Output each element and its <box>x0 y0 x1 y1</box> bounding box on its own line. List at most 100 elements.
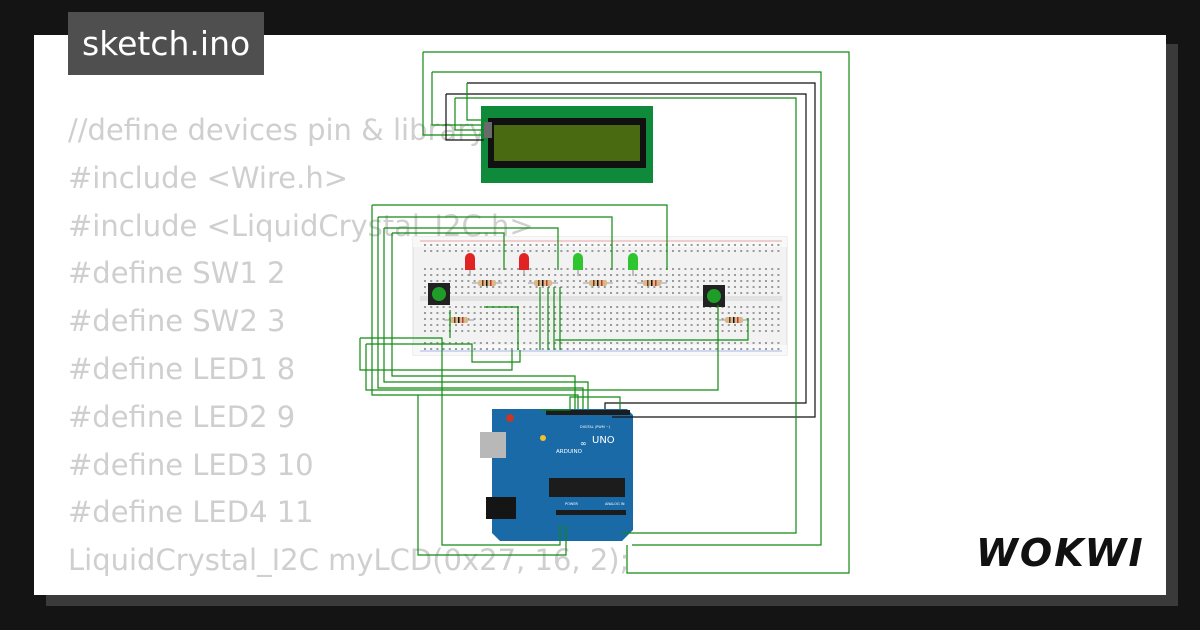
breadboard-hole <box>777 286 780 288</box>
breadboard-hole <box>622 342 625 344</box>
breadboard-hole <box>628 348 631 350</box>
breadboard-hole <box>523 280 526 282</box>
breadboard-hole <box>696 292 699 294</box>
breadboard-hole <box>616 324 619 326</box>
wire <box>372 204 668 270</box>
breadboard-hole <box>715 348 718 350</box>
breadboard-hole <box>734 348 736 350</box>
breadboard-hole <box>734 244 736 246</box>
breadboard-hole <box>752 348 755 350</box>
breadboard-hole <box>665 312 668 314</box>
breadboard-hole <box>715 312 718 314</box>
breadboard-hole <box>603 324 606 326</box>
breadboard-hole <box>498 244 501 246</box>
breadboard-hole <box>727 268 730 270</box>
breadboard-hole <box>610 286 612 288</box>
breadboard-hole <box>740 342 743 344</box>
breadboard-hole <box>727 244 730 246</box>
breadboard-hole <box>424 312 426 314</box>
breadboard-hole <box>548 244 550 246</box>
breadboard-hole <box>436 268 439 270</box>
breadboard-hole <box>554 306 557 308</box>
breadboard-hole <box>690 244 693 246</box>
breadboard-hole <box>448 244 451 246</box>
breadboard-hole <box>752 244 755 246</box>
breadboard-hole <box>585 244 588 246</box>
breadboard-hole <box>709 312 712 314</box>
breadboard-hole <box>430 318 433 320</box>
breadboard-hole <box>548 342 550 344</box>
breadboard-hole <box>498 274 501 276</box>
breadboard-hole <box>461 324 464 326</box>
breadboard-hole <box>765 324 767 326</box>
breadboard-hole <box>504 324 507 326</box>
breadboard-hole <box>572 274 575 276</box>
breadboard-hole <box>473 324 476 326</box>
breadboard-hole <box>610 306 612 308</box>
breadboard-hole <box>560 312 563 314</box>
breadboard-hole <box>709 268 712 270</box>
breadboard-hole <box>572 324 575 326</box>
breadboard-hole <box>554 330 557 332</box>
breadboard-hole <box>616 292 619 294</box>
breadboard-hole <box>634 250 637 252</box>
breadboard-hole <box>510 286 513 288</box>
code-preview: //define devices pin & library#include <… <box>68 107 629 595</box>
breadboard-hole <box>653 268 656 270</box>
breadboard-hole <box>517 268 519 270</box>
breadboard-hole <box>740 250 743 252</box>
breadboard-hole <box>610 330 612 332</box>
breadboard-hole <box>541 324 544 326</box>
wire <box>466 83 484 121</box>
breadboard-hole <box>659 306 662 308</box>
breadboard-hole <box>746 342 749 344</box>
breadboard-hole <box>622 286 625 288</box>
breadboard-hole <box>473 306 476 308</box>
breadboard-hole <box>721 274 724 276</box>
breadboard-hole <box>777 348 780 350</box>
breadboard-hole <box>696 286 699 288</box>
breadboard-hole <box>436 342 439 344</box>
breadboard-hole <box>734 324 736 326</box>
breadboard-hole <box>455 292 457 294</box>
breadboard-hole <box>535 268 538 270</box>
wire <box>540 396 621 411</box>
breadboard-hole <box>461 244 464 246</box>
breadboard-hole <box>721 244 724 246</box>
breadboard-hole <box>696 274 699 276</box>
breadboard-hole <box>529 306 532 308</box>
breadboard-hole <box>455 244 457 246</box>
breadboard-hole <box>659 244 662 246</box>
breadboard-hole <box>579 330 581 332</box>
breadboard-hole <box>641 268 643 270</box>
breadboard-hole <box>529 342 532 344</box>
wire <box>446 93 807 409</box>
breadboard-hole <box>610 324 612 326</box>
breadboard-hole <box>479 274 482 276</box>
breadboard-hole <box>486 342 488 344</box>
breadboard-hole <box>492 244 495 246</box>
breadboard-hole <box>535 312 538 314</box>
breadboard-hole <box>585 348 588 350</box>
breadboard-hole <box>746 292 749 294</box>
breadboard-hole <box>455 286 457 288</box>
breadboard-hole <box>653 250 656 252</box>
breadboard-hole <box>473 280 476 282</box>
breadboard-hole <box>523 250 526 252</box>
breadboard-hole <box>572 318 575 320</box>
breadboard-hole <box>641 286 643 288</box>
breadboard-hole <box>690 348 693 350</box>
breadboard-hole <box>727 292 730 294</box>
breadboard-hole <box>597 306 600 308</box>
breadboard-hole <box>548 318 550 320</box>
breadboard-hole <box>467 318 470 320</box>
breadboard-hole <box>566 306 569 308</box>
breadboard-hole <box>647 268 650 270</box>
breadboard-hole <box>479 244 482 246</box>
breadboard-hole <box>597 330 600 332</box>
breadboard-hole <box>616 244 619 246</box>
breadboard-hole <box>479 348 482 350</box>
breadboard-hole <box>504 280 507 282</box>
breadboard-hole <box>504 244 507 246</box>
breadboard-hole <box>492 292 495 294</box>
